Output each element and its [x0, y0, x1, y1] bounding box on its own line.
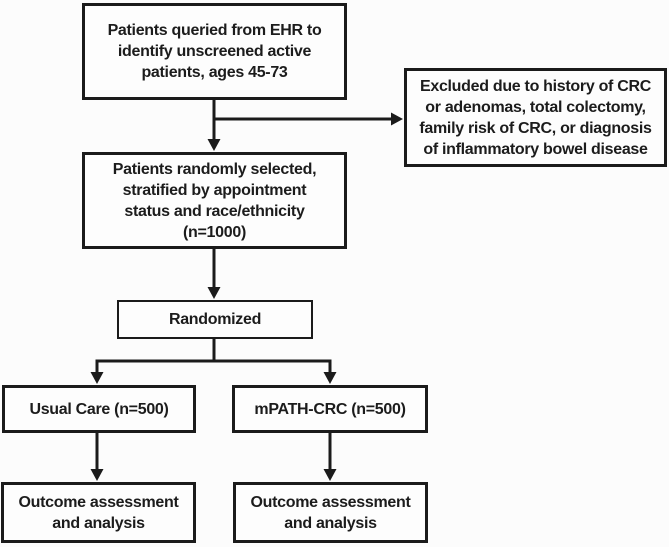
node-ehr-query: Patients queried from EHR to identify un… — [82, 3, 347, 100]
node-excluded: Excluded due to history of CRC or adenom… — [404, 68, 667, 167]
edge-ehrquery-to-excluded — [214, 112, 403, 126]
edge-mpath-to-outcome — [323, 433, 337, 481]
edge-randomized-split — [90, 338, 337, 384]
edge-selection-to-randomized — [207, 248, 221, 299]
node-outcome-usual-care: Outcome assessment and analysis — [1, 482, 196, 543]
node-outcome-mpath: Outcome assessment and analysis — [233, 482, 428, 543]
node-mpath-crc-arm: mPATH-CRC (n=500) — [232, 385, 428, 433]
edge-ehrquery-to-selection — [207, 99, 221, 151]
node-random-selection: Patients randomly selected, stratified b… — [82, 152, 347, 249]
node-usual-care-arm: Usual Care (n=500) — [2, 385, 196, 433]
edge-usualcare-to-outcome — [90, 433, 104, 481]
node-randomized: Randomized — [117, 300, 313, 339]
